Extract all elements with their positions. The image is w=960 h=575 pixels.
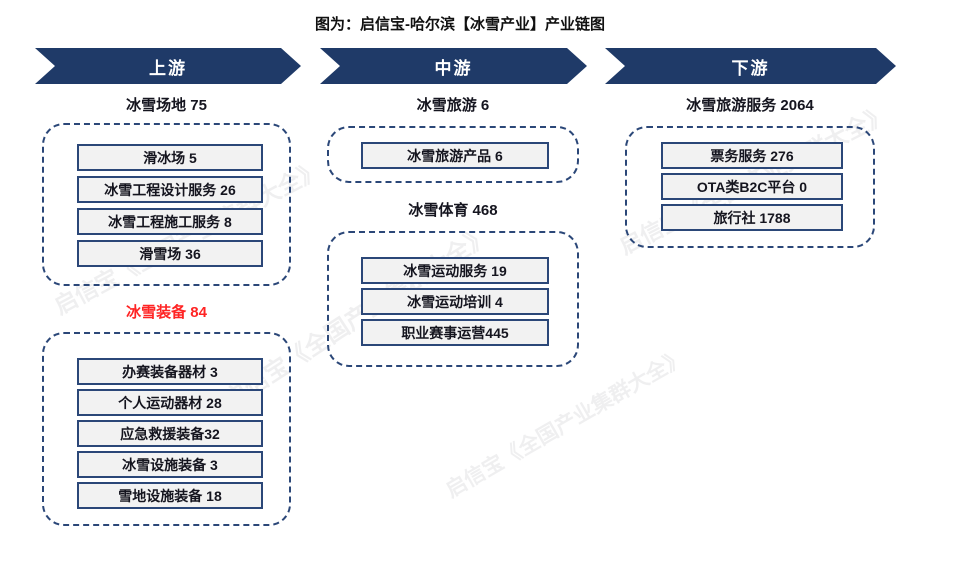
chain-node: 应急救援装备32 — [77, 420, 263, 447]
chain-node: 冰雪工程施工服务 8 — [77, 208, 263, 235]
chain-node: 冰雪运动服务 19 — [361, 257, 549, 284]
figure-title: 图为：启信宝-哈尔滨【冰雪产业】产业链图 — [315, 16, 605, 33]
chain-node: 冰雪运动培训 4 — [361, 288, 549, 315]
chain-node: 办赛装备器材 3 — [77, 358, 263, 385]
group-box-ice-snow-equipment: 办赛装备器材 3 个人运动器材 28 应急救援装备32 冰雪设施装备 3 雪地设… — [42, 332, 291, 526]
stage-arrow-upstream: 上游 — [35, 48, 301, 84]
group-box-ice-snow-venues: 滑冰场 5 冰雪工程设计服务 26 冰雪工程施工服务 8 滑雪场 36 — [42, 123, 291, 286]
chain-node: OTA类B2C平台 0 — [661, 173, 843, 200]
heading-ice-snow-sports: 冰雪体育 468 — [408, 202, 498, 219]
heading-ice-snow-tourism-services: 冰雪旅游服务 2064 — [686, 97, 814, 114]
stage-arrow-downstream: 下游 — [605, 48, 896, 84]
chain-node: 冰雪设施装备 3 — [77, 451, 263, 478]
heading-ice-snow-tourism: 冰雪旅游 6 — [416, 97, 490, 114]
chain-node: 个人运动器材 28 — [77, 389, 263, 416]
chain-node: 雪地设施装备 18 — [77, 482, 263, 509]
chain-node: 冰雪旅游产品 6 — [361, 142, 549, 169]
group-box-ice-snow-tourism-services: 票务服务 276 OTA类B2C平台 0 旅行社 1788 — [625, 126, 875, 248]
chain-node: 冰雪工程设计服务 26 — [77, 176, 263, 203]
chain-node: 滑雪场 36 — [77, 240, 263, 267]
group-box-ice-snow-tourism: 冰雪旅游产品 6 — [327, 126, 579, 183]
chain-node: 滑冰场 5 — [77, 144, 263, 171]
group-box-ice-snow-sports: 冰雪运动服务 19 冰雪运动培训 4 职业赛事运营445 — [327, 231, 579, 367]
chain-node: 职业赛事运营445 — [361, 319, 549, 346]
heading-ice-snow-equipment: 冰雪装备 84 — [126, 304, 207, 321]
chain-node: 票务服务 276 — [661, 142, 843, 169]
chain-node: 旅行社 1788 — [661, 204, 843, 231]
stage-arrow-midstream: 中游 — [320, 48, 587, 84]
heading-ice-snow-venues: 冰雪场地 75 — [126, 97, 207, 114]
